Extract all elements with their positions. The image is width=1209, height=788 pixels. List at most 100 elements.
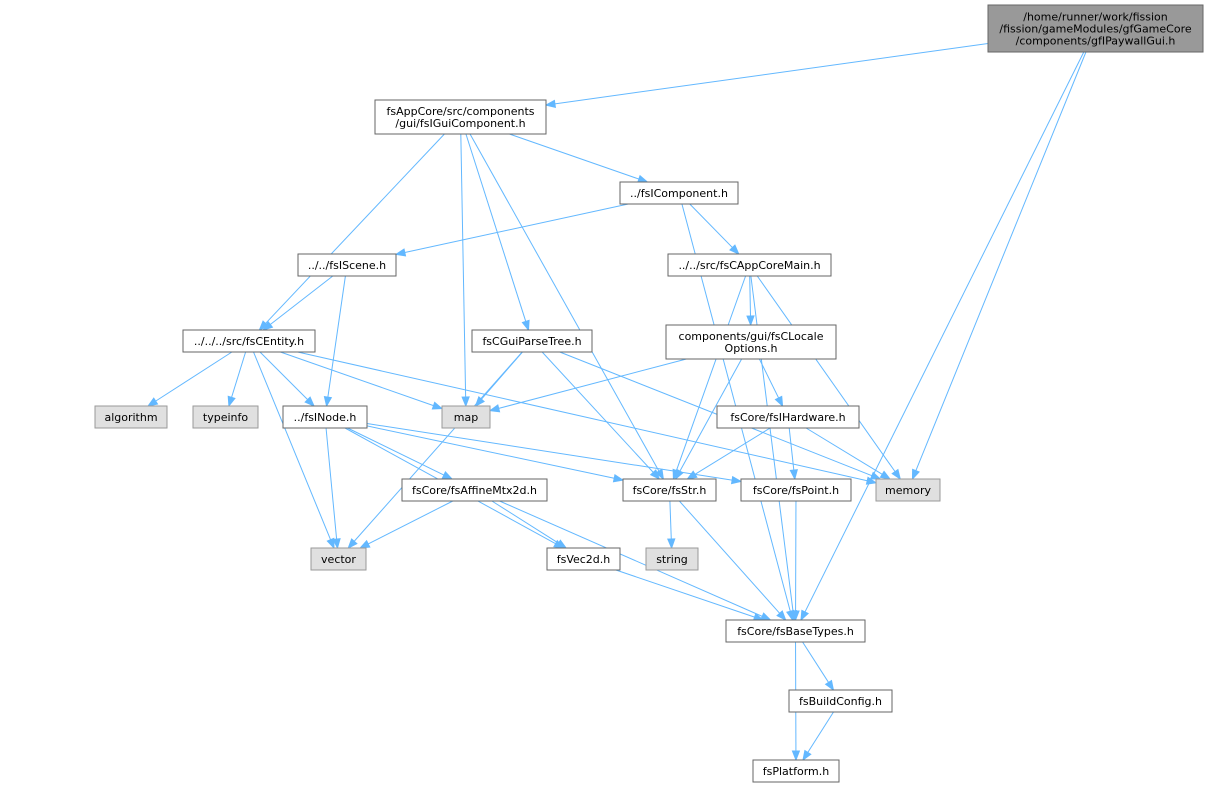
edge-fs-c-gui-parse-tree-to-vector <box>347 351 523 550</box>
edges-layer <box>146 42 1087 762</box>
node-box <box>471 329 593 353</box>
edge-fs-affine-mtx2d-to-fs-vec2d <box>491 500 568 549</box>
node-memory: memory <box>875 478 941 502</box>
node-fs-build-config[interactable]: fsBuildConfig.h <box>788 689 893 713</box>
edge-fs-c-gui-parse-tree-to-memory <box>559 351 882 480</box>
node-box <box>622 478 717 502</box>
edge-fs-c-entity-to-memory <box>297 351 878 485</box>
node-label: map <box>454 411 478 424</box>
node-label: fsBuildConfig.h <box>799 695 882 708</box>
node-box <box>297 253 397 277</box>
edge-fs-i-hardware-to-fs-point <box>788 427 798 481</box>
node-label: fsCGuiParseTree.h <box>482 335 581 348</box>
node-label: algorithm <box>104 411 157 424</box>
edge-fs-c-gui-parse-tree-to-fs-str <box>541 351 661 481</box>
node-label: components/gui/fsCLocale <box>679 330 824 343</box>
node-typeinfo: typeinfo <box>192 405 259 429</box>
node-box <box>725 619 866 643</box>
edge-fs-i-scene-to-fs-i-node <box>323 275 346 408</box>
node-box <box>282 405 368 429</box>
edge-fs-c-entity-to-fs-i-node <box>259 351 315 407</box>
node-fs-base-types[interactable]: fsCore/fsBaseTypes.h <box>725 619 866 643</box>
node-fs-point[interactable]: fsCore/fsPoint.h <box>740 478 852 502</box>
edge-fs-str-to-string <box>667 500 676 550</box>
node-label: fsPlatform.h <box>763 765 829 778</box>
node-label: memory <box>885 484 931 497</box>
edge-fs-i-scene-to-fs-c-entity <box>262 275 334 331</box>
edge-fs-vec2d-to-fs-base-types <box>615 569 765 621</box>
node-label: /fission/gameModules/gfGameCore <box>999 23 1191 36</box>
node-fs-vec2d[interactable]: fsVec2d.h <box>546 547 621 571</box>
node-box <box>875 478 941 502</box>
node-label: vector <box>321 553 356 566</box>
edge-fs-c-entity-to-algorithm <box>146 351 233 407</box>
node-fs-c-gui-parse-tree[interactable]: fsCGuiParseTree.h <box>471 329 593 353</box>
node-root[interactable]: /home/runner/work/fission/fission/gameMo… <box>987 4 1204 53</box>
node-label: /gui/fsIGuiComponent.h <box>395 117 525 130</box>
edge-fs-c-app-core-main-to-fs-c-locale-options <box>746 275 755 327</box>
node-label: fsCore/fsIHardware.h <box>730 411 845 424</box>
node-box <box>94 405 168 429</box>
node-box <box>441 405 491 429</box>
node-box <box>310 547 367 571</box>
node-fs-i-node[interactable]: ../fsINode.h <box>282 405 368 429</box>
edge-fs-c-entity-to-typeinfo <box>227 351 247 408</box>
node-label: ../../../src/fsCEntity.h <box>194 335 304 348</box>
node-label: fsCore/fsPoint.h <box>753 484 839 497</box>
node-box <box>788 689 893 713</box>
edge-fs-i-gui-component-to-fs-c-gui-parse-tree <box>465 133 530 332</box>
edge-fs-str-to-fs-base-types <box>678 500 787 622</box>
edge-root-to-fs-base-types <box>800 51 1085 622</box>
node-label: ../../src/fsCAppCoreMain.h <box>678 259 820 272</box>
node-fs-i-hardware[interactable]: fsCore/fsIHardware.h <box>716 405 860 429</box>
edge-fs-i-hardware-to-memory <box>805 427 892 480</box>
node-box <box>665 324 837 360</box>
node-label: ../fsIComponent.h <box>630 187 728 200</box>
edge-fs-i-node-to-fs-point <box>366 423 743 485</box>
nodes-layer: /home/runner/work/fission/fission/gameMo… <box>94 4 1204 783</box>
edge-fs-i-node-to-fs-str <box>366 425 625 483</box>
node-box <box>374 99 547 135</box>
node-vector: vector <box>310 547 367 571</box>
node-label: ../../fsIScene.h <box>308 259 386 272</box>
node-fs-i-component[interactable]: ../fsIComponent.h <box>619 181 739 205</box>
node-label: fsCore/fsStr.h <box>633 484 707 497</box>
node-fs-platform[interactable]: fsPlatform.h <box>752 759 840 783</box>
node-box <box>546 547 621 571</box>
node-label: fsAppCore/src/components <box>387 105 535 118</box>
node-string: string <box>645 547 699 571</box>
edge-fs-c-entity-to-vector <box>253 351 335 550</box>
node-box <box>667 253 832 277</box>
node-label: fsCore/fsAffineMtx2d.h <box>412 484 537 497</box>
node-fs-affine-mtx2d[interactable]: fsCore/fsAffineMtx2d.h <box>401 478 548 502</box>
edge-fs-affine-mtx2d-to-vector <box>358 500 454 549</box>
node-box <box>182 329 316 353</box>
node-box <box>192 405 259 429</box>
node-map: map <box>441 405 491 429</box>
node-box <box>716 405 860 429</box>
edge-fs-build-config-to-fs-platform <box>802 711 834 762</box>
node-box <box>752 759 840 783</box>
node-fs-c-app-core-main[interactable]: ../../src/fsCAppCoreMain.h <box>667 253 832 277</box>
edge-fs-affine-mtx2d-to-fs-base-types <box>499 500 772 621</box>
node-box <box>740 478 852 502</box>
edge-fs-c-locale-options-to-fs-i-hardware <box>758 358 784 408</box>
node-fs-c-entity[interactable]: ../../../src/fsCEntity.h <box>182 329 316 353</box>
node-box <box>401 478 548 502</box>
node-fs-i-gui-component[interactable]: fsAppCore/src/components/gui/fsIGuiCompo… <box>374 99 547 135</box>
edge-fs-i-component-to-fs-i-scene <box>394 203 629 257</box>
node-label: /components/gfIPaywallGui.h <box>1016 35 1176 48</box>
node-label: string <box>656 553 688 566</box>
node-label: typeinfo <box>203 411 248 424</box>
node-fs-i-scene[interactable]: ../../fsIScene.h <box>297 253 397 277</box>
edge-fs-i-component-to-fs-c-app-core-main <box>689 203 740 255</box>
node-fs-str[interactable]: fsCore/fsStr.h <box>622 478 717 502</box>
node-box <box>619 181 739 205</box>
node-box <box>987 4 1204 53</box>
edge-fs-c-locale-options-to-map <box>488 358 687 413</box>
edge-root-to-fs-i-gui-component <box>544 42 989 108</box>
edge-fs-c-app-core-main-to-memory <box>756 275 902 481</box>
node-box <box>645 547 699 571</box>
